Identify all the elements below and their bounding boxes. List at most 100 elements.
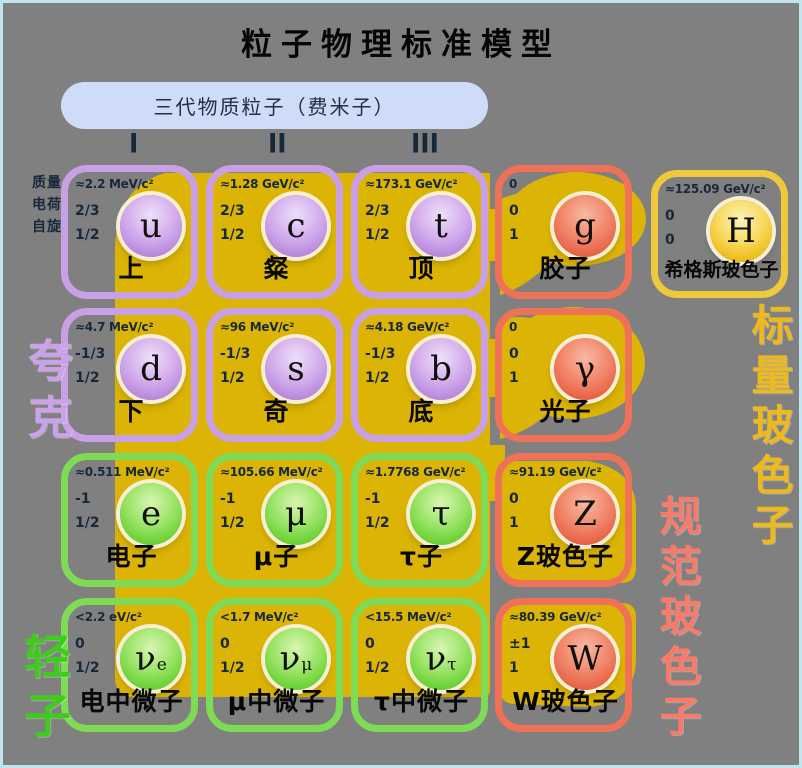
particle-name: 光子 [539, 397, 592, 426]
particle-symbol: b [430, 349, 452, 389]
charge-value: 0 [509, 491, 519, 507]
charge-value: 0 [665, 208, 675, 224]
mass-value: ≈96 MeV/c² [220, 320, 295, 334]
charge-value: 0 [220, 636, 230, 652]
particle-symbol-circle: W [554, 628, 616, 690]
particle-symbol: Z [573, 494, 597, 534]
mass-value: ≈4.7 MeV/c² [75, 320, 154, 334]
particle-symbol-circle: e [120, 483, 182, 545]
spin-value: 1 [509, 515, 519, 531]
particle-name: 电中微子 [79, 687, 184, 716]
generation-numeral-1: I [129, 128, 139, 159]
spin-value: 1 [509, 660, 519, 676]
group-label-scalar-bosons: 标量玻色子 [745, 303, 794, 553]
particle-name: 下 [118, 397, 145, 426]
particle-symbol: ν [279, 639, 301, 679]
spin-value: 1/2 [365, 227, 390, 243]
group-label-quarks: 夸克 [20, 337, 73, 451]
charge-value: 2/3 [75, 203, 100, 219]
particle-symbol-circle: g [554, 195, 616, 257]
charge-value: -1 [365, 491, 381, 507]
particle-symbol-circle: γ [554, 338, 616, 400]
spin-value: 1/2 [365, 515, 390, 531]
particle-symbol: τ [431, 494, 451, 534]
charge-value: -1/3 [365, 346, 396, 362]
mass-value: 0 [509, 320, 518, 334]
particle-symbol: s [287, 349, 305, 389]
particle-symbol: γ [574, 349, 596, 389]
particle-symbol: μ [284, 494, 308, 534]
particle-symbol-circle: c [265, 195, 327, 257]
charge-value: 2/3 [220, 203, 245, 219]
fermion-banner-label: 三代物质粒子（费米子） [153, 95, 396, 119]
mass-value: <2.2 eV/c² [75, 610, 142, 624]
particle-symbol: u [140, 206, 162, 246]
particle-name: 电子 [105, 542, 158, 571]
mass-value: ≈2.2 MeV/c² [75, 177, 154, 191]
particle-symbol: ν [135, 639, 156, 679]
property-label-charge: 电荷 [32, 197, 62, 213]
mass-value: 0 [509, 177, 518, 191]
particle-cell-Z: ≈91.19 GeV/c² 0 1 Z Z玻色子 [495, 453, 632, 587]
charge-value: 0 [509, 346, 519, 362]
fermion-generations-banner: 三代物质粒子（费米子） [61, 82, 488, 129]
particle-name: μ子 [253, 542, 300, 571]
spin-value: 1/2 [75, 227, 100, 243]
charge-value: -1/3 [220, 346, 251, 362]
particle-symbol: c [286, 206, 306, 246]
charge-value: 0 [509, 203, 519, 219]
particle-symbol-circle: d [120, 338, 182, 400]
particle-symbol-circle: τ [410, 483, 472, 545]
charge-value: -1 [75, 491, 91, 507]
particle-symbol: H [726, 211, 756, 251]
particle-symbol-circle: t [410, 195, 472, 257]
mass-value: ≈125.09 GeV/c² [665, 182, 766, 196]
spin-value: 1/2 [220, 370, 245, 386]
particle-name: 奇 [263, 397, 290, 426]
spin-value: 1/2 [365, 660, 390, 676]
spin-value: 1/2 [220, 515, 245, 531]
particle-symbol: W [567, 639, 603, 679]
particle-symbol: ν [425, 639, 447, 679]
charge-value: 2/3 [365, 203, 390, 219]
charge-value: ±1 [509, 636, 531, 652]
particle-name: 底 [408, 397, 435, 426]
spin-value: 1 [509, 227, 519, 243]
particle-symbol-circle: Z [554, 483, 616, 545]
particle-name: Z玻色子 [516, 542, 615, 571]
particle-symbol-circle: s [265, 338, 327, 400]
group-label-gauge-bosons: 规范玻色子 [653, 494, 702, 744]
property-label-spin: 自旋 [32, 219, 62, 235]
particle-name: 上 [118, 254, 145, 283]
mass-value: ≈91.19 GeV/c² [509, 465, 602, 479]
spin-value: 0 [665, 232, 675, 248]
particle-name: 胶子 [539, 254, 592, 283]
spin-value: 1/2 [75, 515, 100, 531]
particle-symbol-subscript: e [156, 655, 167, 675]
spin-value: 1/2 [220, 660, 245, 676]
particle-name: τ中微子 [374, 687, 469, 716]
particle-name: τ子 [400, 542, 443, 571]
mass-value: ≈4.18 GeV/c² [365, 320, 450, 334]
spin-value: 1/2 [365, 370, 390, 386]
particle-name: 顶 [408, 254, 435, 283]
spin-value: 1/2 [220, 227, 245, 243]
page-title: 粒子物理标准模型 [241, 27, 561, 63]
property-label-mass: 质量 [32, 175, 62, 191]
charge-value: 0 [75, 636, 85, 652]
